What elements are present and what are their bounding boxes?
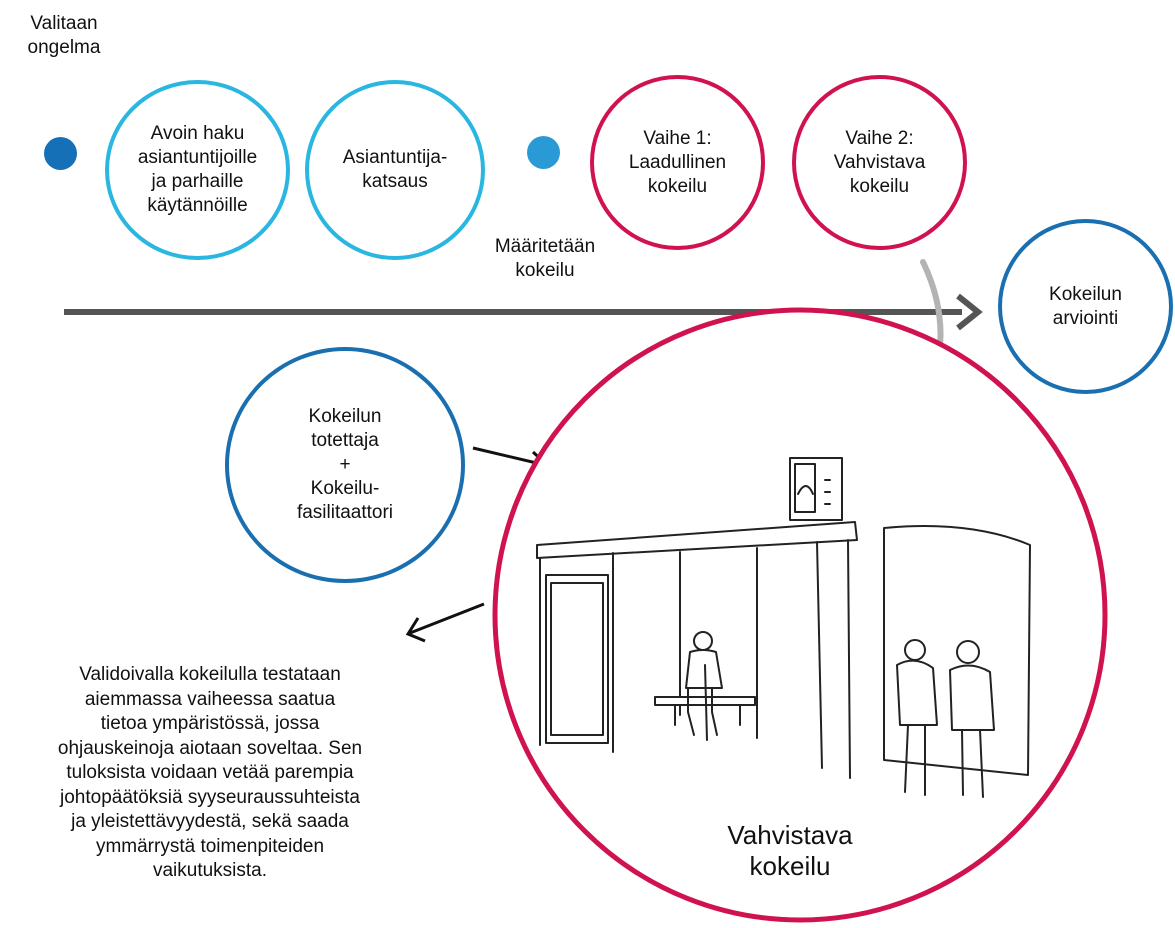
select-problem-label: Valitaan ongelma [27, 13, 101, 58]
phase2-label: Vaihe 2: Vahvistava kokeilu [833, 127, 926, 197]
shelter-roof [536, 521, 858, 559]
description-text: Validoivalla kokeilulla testataan aiemma… [57, 664, 363, 881]
phase1-label: Vaihe 1: Laadullinen kokeilu [628, 127, 727, 197]
define-trial-dot [527, 136, 560, 169]
bus-stop-illustration [536, 457, 1031, 798]
open-call-label: Avoin haku asiantuntijoille ja parhaille… [137, 123, 258, 216]
expert-review-circle: Asiantuntija- katsaus [305, 80, 485, 260]
expert-review-label: Asiantuntija- katsaus [342, 147, 448, 192]
start-dot [44, 137, 77, 170]
implementer-label: Kokeilun totettaja + Kokeilu- fasilitaat… [296, 406, 394, 523]
open-call-circle: Avoin haku asiantuntijoille ja parhaille… [105, 80, 290, 260]
confirmatory-trial-label: Vahvistava kokeilu [727, 820, 853, 881]
define-trial-label: Määritetään kokeilu [494, 236, 596, 281]
standing-person-1 [896, 639, 938, 796]
evaluation-label: Kokeilun arviointi [1049, 283, 1122, 329]
side-panel [545, 574, 609, 744]
implementer-circle: Kokeilun totettaja + Kokeilu- fasilitaat… [225, 347, 465, 583]
seated-person [685, 631, 723, 741]
timeline-arrowhead [956, 293, 983, 331]
implementer-arrow [472, 446, 546, 467]
phase1-circle: Vaihe 1: Laadullinen kokeilu [590, 75, 765, 250]
evaluation-circle: Kokeilun arviointi [998, 219, 1173, 394]
description-arrow [409, 602, 485, 635]
standing-person-2 [949, 640, 995, 798]
phase2-circle: Vaihe 2: Vahvistava kokeilu [792, 75, 967, 250]
description-arrowhead [405, 617, 426, 643]
